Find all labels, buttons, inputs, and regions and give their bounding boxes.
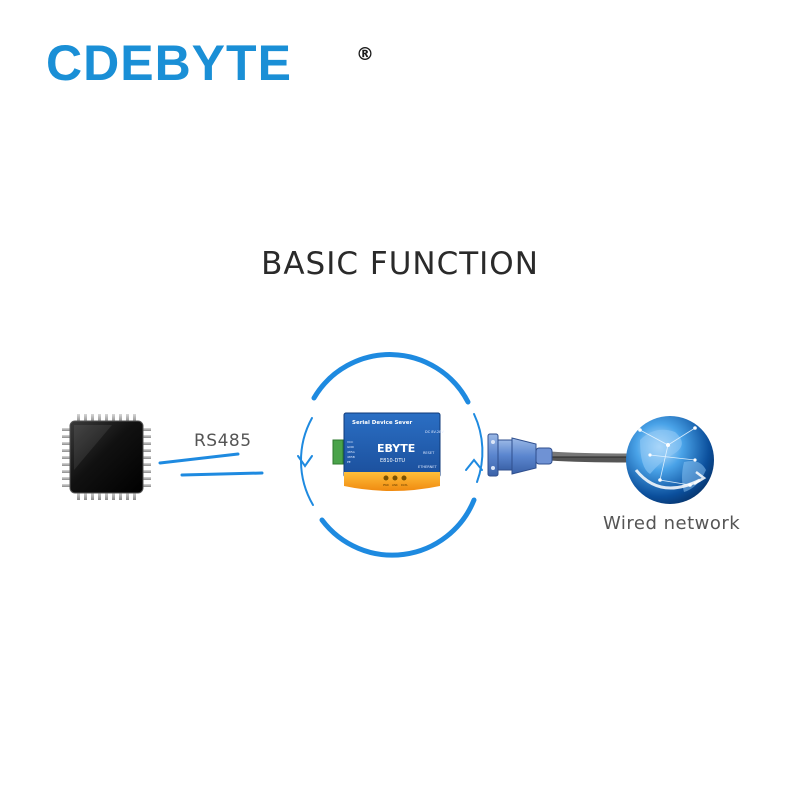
brand-logo-text: CDEBYTE: [46, 35, 292, 91]
device-led: [401, 475, 407, 481]
device-title: Serial Device Sever: [352, 420, 412, 426]
device-pin-label: GND: [347, 445, 355, 449]
page-title: BASIC FUNCTION: [261, 246, 539, 282]
wired-network-label: Wired network: [603, 513, 741, 534]
device-led: [383, 475, 389, 481]
device-pin-label: PE: [347, 460, 351, 464]
device-model: E810-DTU: [380, 458, 405, 464]
globe-network-icon: [626, 416, 714, 504]
device-ethernet-label: ETHERNET: [418, 465, 437, 469]
device-port-label: DC 8V-28V: [425, 430, 444, 434]
brand-logo: CDEBYTE: [46, 38, 292, 88]
cycle-arrows-icon: [297, 352, 484, 558]
rs485-link-arrows: [158, 452, 264, 477]
device-led-label: PWR: [383, 483, 389, 487]
db9-connector-icon: [487, 433, 631, 477]
device-pin-label: 485B: [347, 455, 355, 459]
serial-device-server-icon: Serial Device Sever DC 8V-28V EBYTE E810…: [332, 412, 444, 491]
device-brand: EBYTE: [377, 442, 415, 455]
device-reset-label: RESET: [423, 451, 435, 455]
device-led-label: DATA: [401, 483, 408, 487]
device-pin-label: VCC: [347, 440, 353, 444]
rs485-label: RS485: [194, 431, 252, 451]
device-led-label: LINK: [392, 483, 398, 487]
device-pin-label: 485A: [347, 450, 356, 454]
registered-mark: ®: [356, 44, 374, 65]
device-led: [392, 475, 398, 481]
microchip-icon: [62, 414, 151, 500]
